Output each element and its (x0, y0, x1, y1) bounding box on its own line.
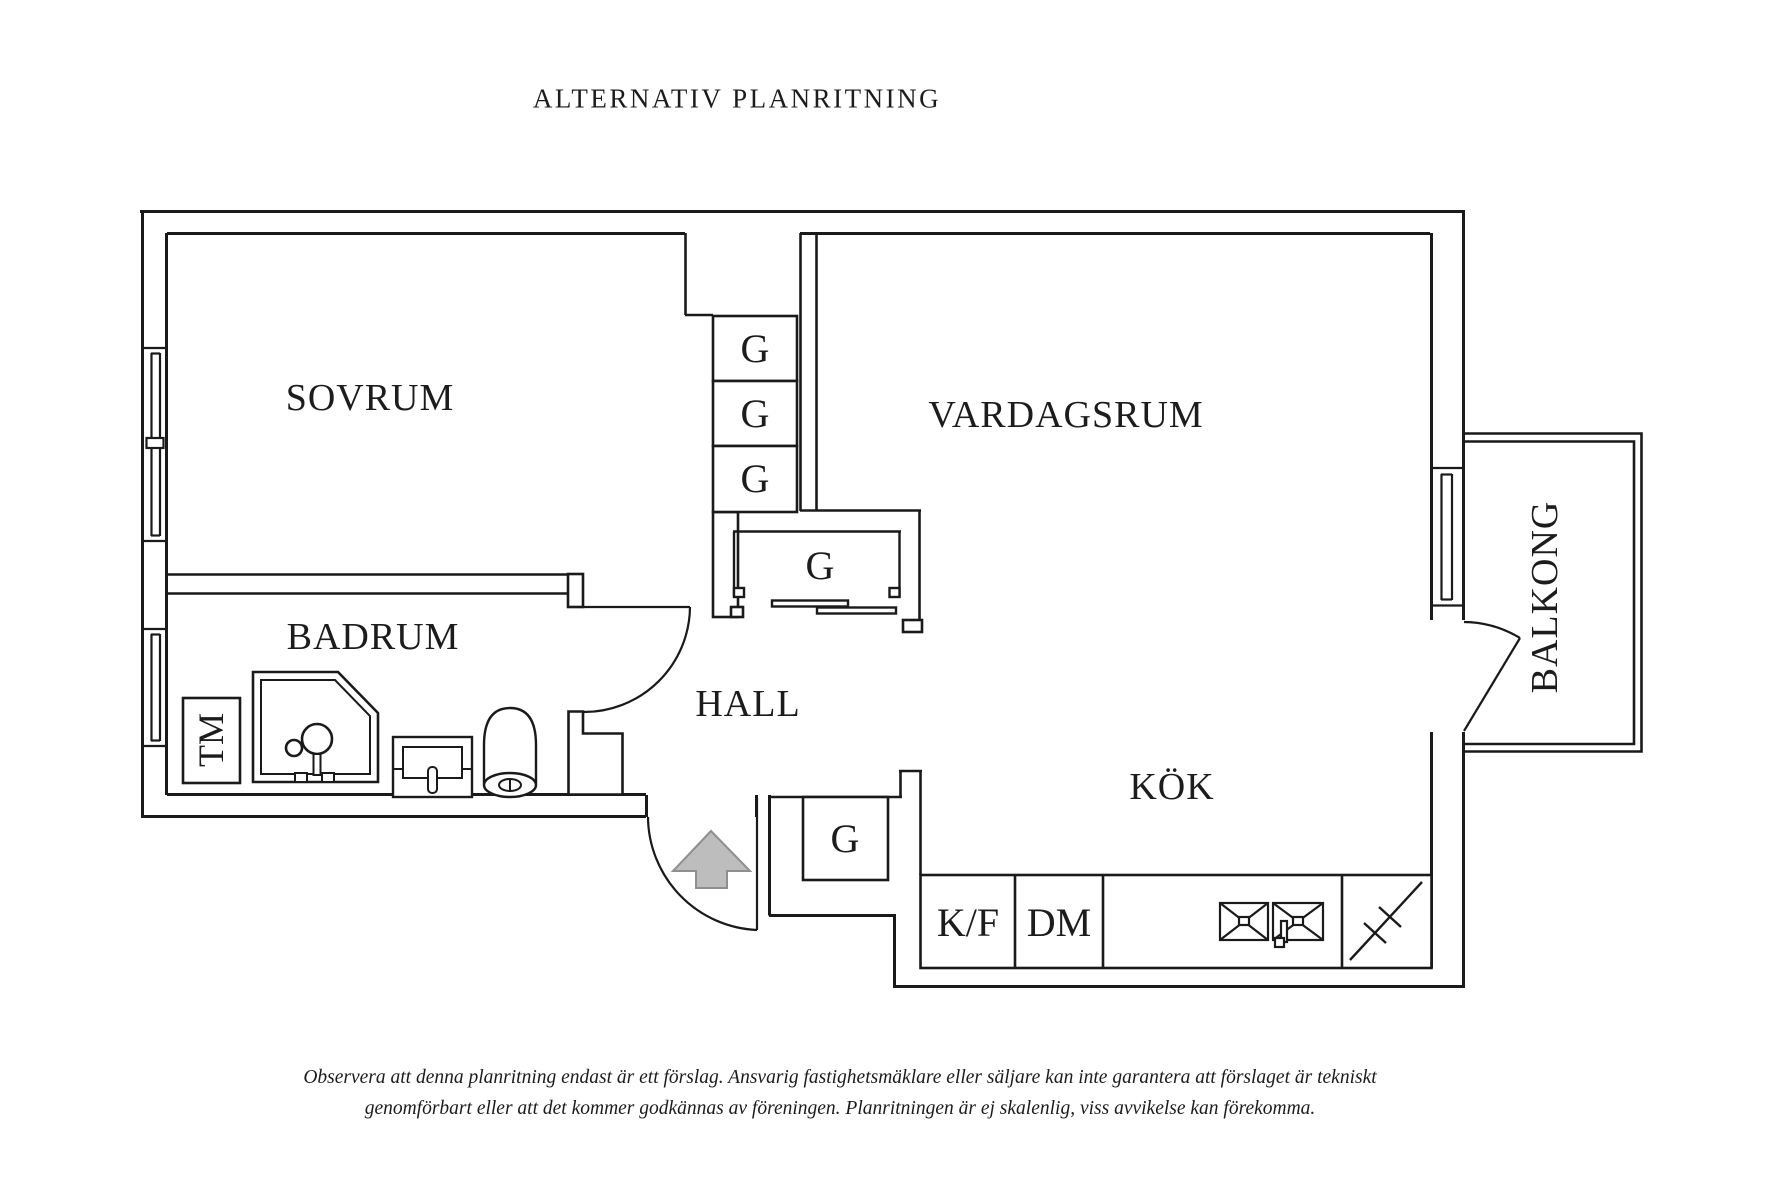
balcony-outline (1465, 432, 1643, 753)
disclaimer: Observera att denna planritning endast ä… (140, 1062, 1540, 1124)
washbasin-icon (391, 735, 474, 799)
washing-machine-label: TM (191, 713, 231, 767)
door-balcony-icon (1463, 620, 1521, 732)
disclaimer-line-2: genomförbart eller att det kommer godkän… (364, 1098, 1316, 1119)
closet-label-entry: G (830, 816, 860, 861)
entrance-arrow-icon (670, 829, 753, 889)
closet-label-hall: G (805, 543, 835, 588)
toilet-icon (482, 706, 538, 799)
closet-entry (801, 795, 890, 882)
room-label-hall: HALL (695, 683, 801, 725)
room-label-balkong: BALKONG (1524, 500, 1566, 694)
door-badrum-icon (582, 605, 692, 714)
interior-walls (167, 233, 924, 875)
page-title: ALTERNATIV PLANRITNING (532, 83, 942, 114)
fridge-freezer-label: K/F (936, 900, 1000, 945)
dishwasher-label: DM (1026, 900, 1092, 945)
disclaimer-line-1: Observera att denna planritning endast ä… (303, 1067, 1377, 1088)
door-entrance-icon (646, 798, 759, 932)
sink-double-icon (1218, 901, 1325, 949)
closet-label-2: G (740, 391, 770, 436)
kitchen-counter (919, 873, 1433, 970)
room-label-kok: KÖK (1129, 766, 1215, 808)
closet-label-3: G (740, 456, 770, 501)
window-badrum-icon (141, 627, 167, 748)
room-label-vardagsrum: VARDAGSRUM (928, 394, 1204, 436)
window-sovrum-icon (141, 346, 167, 543)
window-vardagsrum-icon (1430, 466, 1465, 607)
shower-icon (251, 670, 380, 784)
closet-hall-sliding (732, 530, 901, 615)
room-label-badrum: BADRUM (286, 616, 460, 658)
washing-machine-box (181, 696, 242, 785)
closet-label-1: G (740, 326, 770, 371)
room-label-sovrum: SOVRUM (285, 377, 455, 419)
stove-icon (1349, 881, 1423, 961)
closet-column-garderob (711, 314, 799, 514)
